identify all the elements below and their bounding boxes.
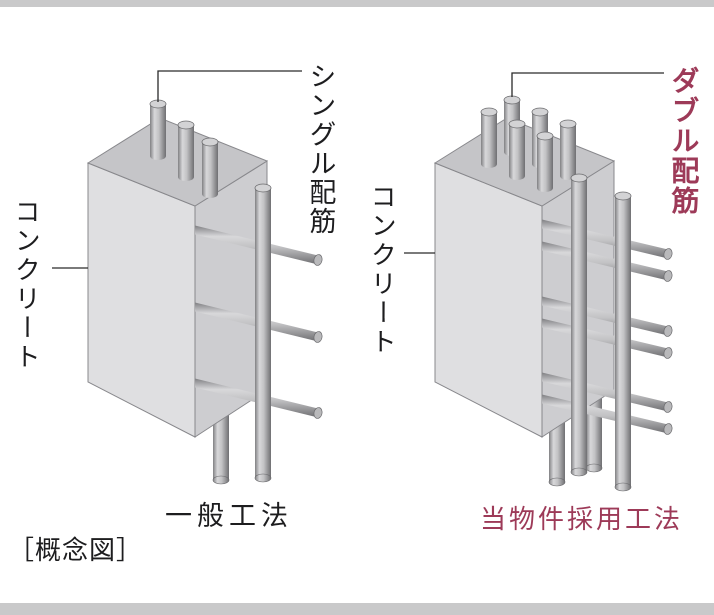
vertical-rebar-tall	[614, 191, 632, 492]
concrete-block-front-face	[434, 162, 543, 438]
vertical-rebar	[149, 99, 167, 160]
vertical-rebar	[177, 120, 195, 181]
left-rebar-type-label: シングル配筋	[305, 62, 336, 236]
right-wall-diagram	[404, 72, 673, 492]
vertical-rebar-tall	[570, 173, 588, 477]
concrete-block-top-face	[86, 117, 269, 207]
vertical-rebar	[201, 137, 219, 198]
left-wall-diagram	[52, 70, 323, 485]
left-concrete-label: コンクリート	[11, 198, 41, 372]
top-rebar-row-single	[149, 99, 219, 198]
vertical-rebar	[559, 119, 577, 180]
rebar-label-connector-line	[157, 70, 302, 102]
vertical-rebar	[480, 107, 498, 168]
right-concrete-label: コンクリート	[367, 183, 397, 357]
top-border-strip	[0, 0, 714, 7]
vertical-rebar	[536, 131, 554, 192]
right-method-label: 当物件採用工法	[480, 505, 684, 534]
vertical-rebar	[508, 119, 526, 180]
bottom-border-strip	[0, 603, 714, 615]
top-rebar-row-front	[480, 107, 554, 192]
concrete-block-front-face	[87, 162, 196, 438]
rebar-label-connector-line	[511, 72, 664, 97]
right-rebar-type-label: ダブル配筋	[667, 66, 699, 216]
figure-caption: ［概念図］	[8, 536, 144, 565]
vertical-rebar-tall	[254, 183, 272, 483]
concrete-block	[86, 117, 269, 438]
left-method-label: 一般工法	[165, 501, 293, 531]
